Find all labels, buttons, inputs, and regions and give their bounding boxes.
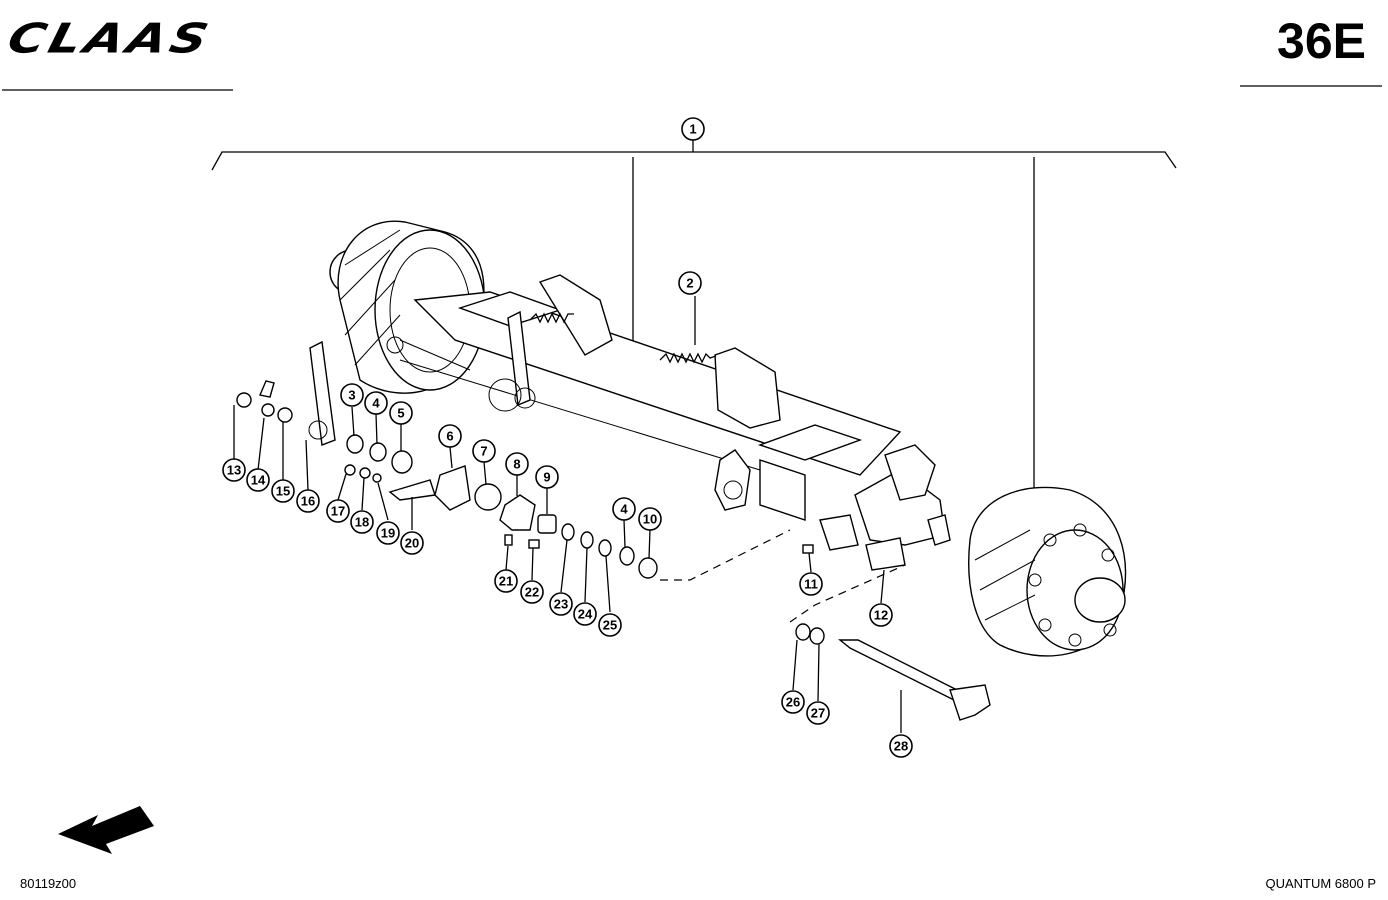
callout-25: 25 <box>598 613 622 637</box>
callout-5: 5 <box>389 401 413 425</box>
callout-27: 27 <box>806 701 830 725</box>
leader-lines <box>233 405 902 733</box>
drawing-number: 80119z00 <box>20 876 77 891</box>
svg-text:23: 23 <box>554 597 568 612</box>
model-name: QUANTUM 6800 P <box>1265 876 1376 891</box>
callout-28: 28 <box>889 734 913 758</box>
callout-13: 13 <box>222 458 246 482</box>
svg-text:18: 18 <box>355 515 369 530</box>
svg-text:14: 14 <box>251 473 266 488</box>
svg-text:21: 21 <box>499 574 513 589</box>
svg-text:24: 24 <box>578 607 593 622</box>
svg-text:12: 12 <box>874 608 888 623</box>
callout-10: 10 <box>638 507 662 531</box>
svg-text:4: 4 <box>372 396 380 411</box>
svg-text:4: 4 <box>620 502 628 517</box>
callout-19: 19 <box>376 521 400 545</box>
svg-text:15: 15 <box>276 484 290 499</box>
assembly-dash-2 <box>789 564 906 623</box>
callout-15: 15 <box>271 479 295 503</box>
svg-text:10: 10 <box>643 512 657 527</box>
callout-22: 22 <box>520 580 544 604</box>
svg-text:16: 16 <box>301 494 315 509</box>
svg-text:20: 20 <box>405 536 419 551</box>
svg-text:7: 7 <box>480 444 487 459</box>
svg-text:28: 28 <box>894 739 908 754</box>
axle-beam <box>399 274 902 521</box>
callout-1: 1 <box>681 117 705 141</box>
right-hub-drum <box>854 444 1127 657</box>
tension-spring <box>529 296 717 364</box>
arrow-down-left-icon <box>58 806 154 854</box>
svg-text:13: 13 <box>227 463 241 478</box>
page-code: 36E <box>1277 13 1366 69</box>
callout-11: 11 <box>799 572 823 596</box>
callout-20: 20 <box>400 531 424 555</box>
svg-text:17: 17 <box>331 504 345 519</box>
callout-12: 12 <box>869 603 893 627</box>
exploded-small-parts <box>236 380 991 721</box>
group-bracket <box>211 140 1177 490</box>
callout-14: 14 <box>246 468 270 492</box>
callout-24: 24 <box>573 602 597 626</box>
callout-23: 23 <box>549 592 573 616</box>
svg-text:5: 5 <box>397 406 404 421</box>
assembly-dash-1 <box>660 529 791 581</box>
svg-text:1: 1 <box>689 122 696 137</box>
callout-18: 18 <box>350 510 374 534</box>
callout-21: 21 <box>494 569 518 593</box>
svg-text:2: 2 <box>686 276 693 291</box>
callout-4b: 4 <box>612 497 636 521</box>
svg-text:9: 9 <box>543 470 550 485</box>
callout-4a: 4 <box>364 391 388 415</box>
svg-text:6: 6 <box>446 429 453 444</box>
callout-17: 17 <box>326 499 350 523</box>
callout-16: 16 <box>296 489 320 513</box>
svg-text:26: 26 <box>786 695 800 710</box>
callout-9: 9 <box>535 465 559 489</box>
svg-text:19: 19 <box>381 526 395 541</box>
svg-text:3: 3 <box>348 388 355 403</box>
svg-text:8: 8 <box>513 457 520 472</box>
slack-adjuster-levers <box>308 310 536 446</box>
callout-2: 2 <box>678 271 702 295</box>
callout-3: 3 <box>340 383 364 407</box>
svg-text:27: 27 <box>811 706 825 721</box>
svg-text:11: 11 <box>804 577 818 592</box>
callout-6: 6 <box>438 424 462 448</box>
callout-26: 26 <box>781 690 805 714</box>
callout-7: 7 <box>472 439 496 463</box>
svg-text:25: 25 <box>603 618 617 633</box>
svg-text:22: 22 <box>525 585 539 600</box>
callout-8: 8 <box>505 452 529 476</box>
